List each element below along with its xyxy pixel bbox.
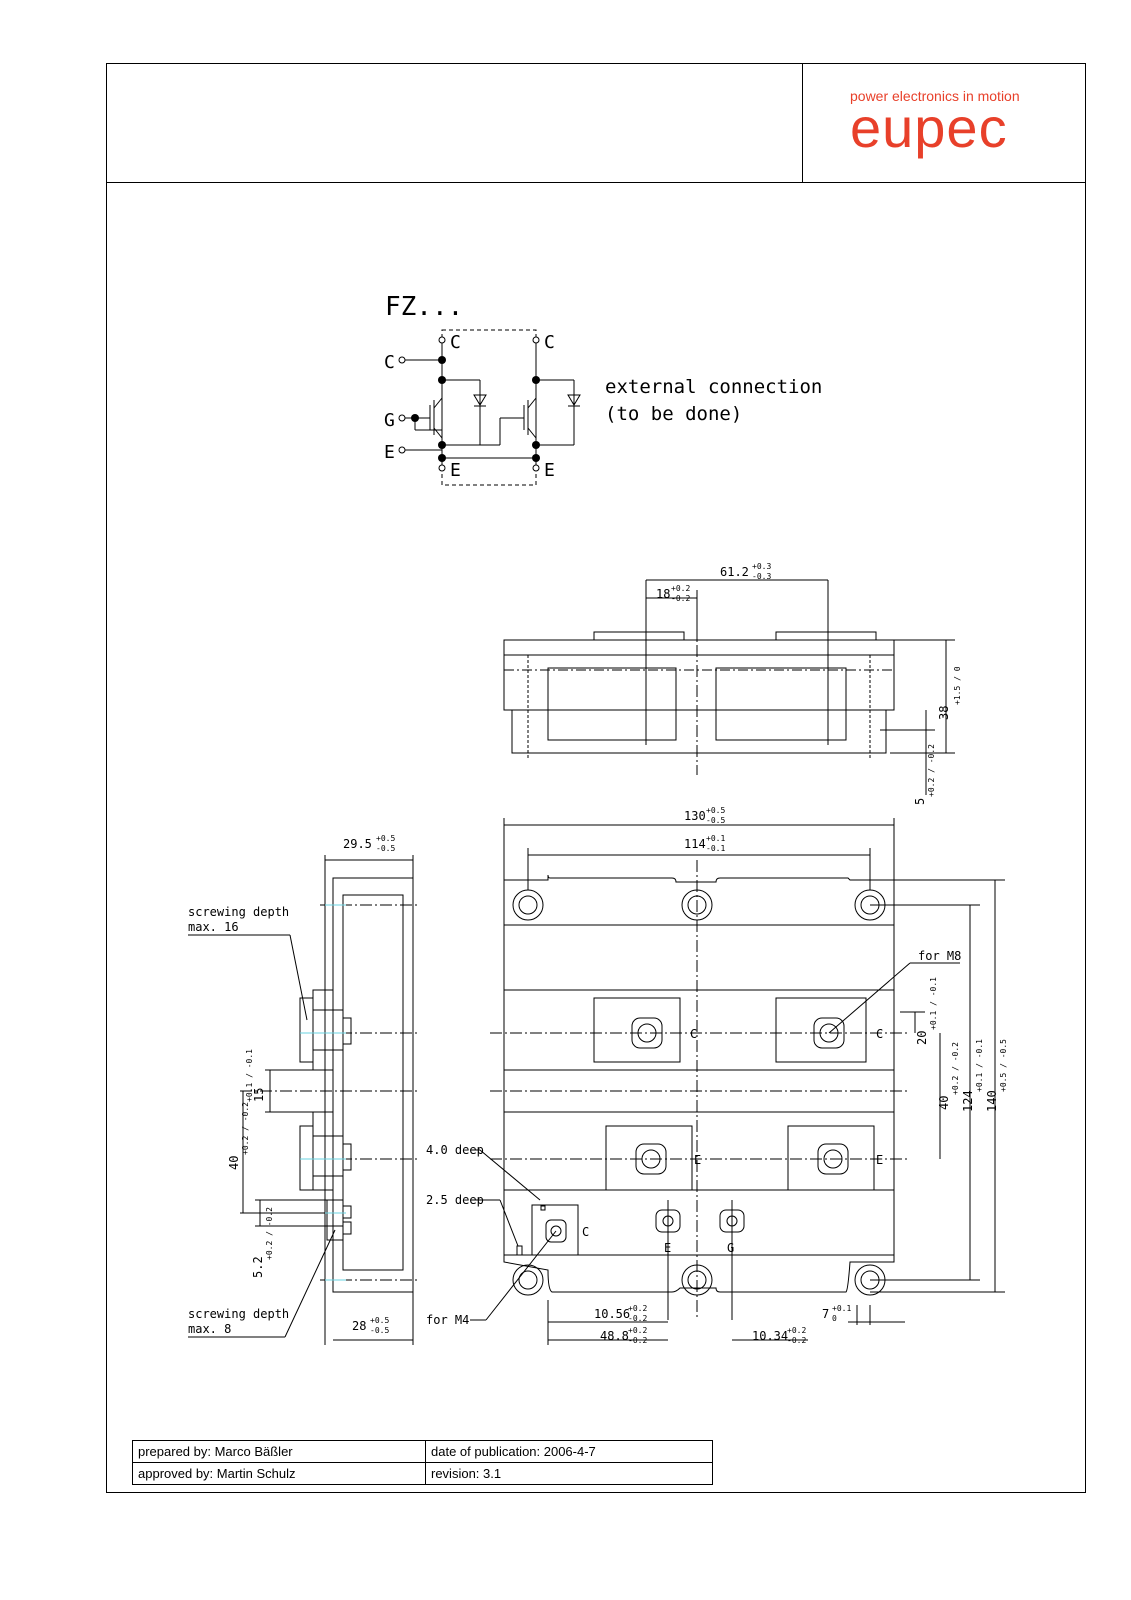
dim-18-tol-up: +0.2 <box>671 584 690 593</box>
dim-10-56-tol-up: +0.2 <box>628 1304 647 1313</box>
pin-c-inner-left: C <box>450 332 461 353</box>
pin-g: G <box>384 410 395 431</box>
dim-5-2-tol: +0.2 / -0.2 <box>265 1207 274 1260</box>
connection-note-2: (to be done) <box>605 403 742 425</box>
dim-124-tol: +0.1 / -0.1 <box>975 1039 984 1092</box>
side-view <box>503 579 955 795</box>
dim-130-tol-dn: -0.5 <box>706 816 725 825</box>
eupec-logo: eupec <box>850 96 1008 159</box>
dim-114-tol-up: +0.1 <box>706 834 725 843</box>
pin-e-inner-right: E <box>544 460 555 481</box>
dim-10-34-tol-dn: -0.2 <box>787 1336 806 1345</box>
dim-20-tol: +0.1 / -0.1 <box>929 977 938 1030</box>
dim-40-side: 40 <box>227 1156 241 1170</box>
terminal-e-right: E <box>876 1153 883 1167</box>
screwing-depth-bottom-max: max. 8 <box>188 1322 231 1336</box>
publication-date: date of publication: 2006-4-7 <box>425 1440 713 1463</box>
label-4-deep: 4.0 deep <box>426 1143 484 1157</box>
dim-18-tol-dn: -0.2 <box>671 594 690 603</box>
dim-48-8-tol-dn: -0.2 <box>628 1336 647 1345</box>
dim-20: 20 <box>915 1031 929 1045</box>
dim-15: 15 <box>252 1088 266 1102</box>
header-divider <box>106 182 1086 183</box>
dim-28-tol-dn: -0.5 <box>370 1326 389 1335</box>
dim-10-34-tol-up: +0.2 <box>787 1326 806 1335</box>
dim-29-5: 29.5 <box>343 837 372 851</box>
dim-10-56: 10.56 <box>594 1307 630 1321</box>
dim-40: 40 <box>937 1096 951 1110</box>
dim-5-2: 5.2 <box>251 1256 265 1278</box>
dim-29-5-tol-up: +0.5 <box>376 834 395 843</box>
terminal-c-aux: C <box>582 1225 589 1239</box>
dim-28-tol-up: +0.5 <box>370 1316 389 1325</box>
dim-130-tol-up: +0.5 <box>706 806 725 815</box>
brand-slogan: power electronics in motion <box>850 88 1020 104</box>
dim-61-2: 61.2 <box>720 565 749 579</box>
dim-10-56-tol-dn: -0.2 <box>628 1314 647 1323</box>
drawing-frame <box>106 63 1086 1493</box>
revision: revision: 3.1 <box>425 1462 713 1485</box>
screwing-depth-top-max: max. 16 <box>188 920 239 934</box>
pin-e-left: E <box>384 442 395 463</box>
dim-40-tol: +0.2 / -0.2 <box>951 1042 960 1095</box>
approved-by: approved by: Martin Schulz <box>132 1462 426 1485</box>
dim-15-tol: +0.1 / -0.1 <box>245 1049 254 1102</box>
dim-114: 114 <box>684 837 706 851</box>
terminal-c-right: C <box>876 1027 883 1041</box>
terminal-g-aux: G <box>727 1241 734 1255</box>
dim-29-5-tol-dn: -0.5 <box>376 844 395 853</box>
dim-130: 130 <box>684 809 706 823</box>
pin-e-inner-left: E <box>450 460 461 481</box>
dim-10-34: 10.34 <box>752 1329 788 1343</box>
label-for-m4: for M4 <box>426 1313 469 1327</box>
dim-38: 38 <box>937 706 951 720</box>
dim-48-8-tol-up: +0.2 <box>628 1326 647 1335</box>
dim-114-tol-dn: -0.1 <box>706 844 725 853</box>
label-2-5-deep: 2.5 deep <box>426 1193 484 1207</box>
dim-61-2-tol-up: +0.3 <box>752 562 771 571</box>
end-view <box>188 855 420 1345</box>
top-view <box>470 818 1005 1345</box>
dim-18: 18 <box>656 587 670 601</box>
dim-61-2-tol-dn: -0.3 <box>752 572 771 581</box>
schematic-title: FZ... <box>385 292 463 322</box>
pin-c-left: C <box>384 352 395 373</box>
dim-28: 28 <box>352 1319 366 1333</box>
dim-124: 124 <box>961 1090 975 1112</box>
logo-divider <box>802 63 803 182</box>
dim-38-tol: +1.5 / 0 <box>953 666 962 705</box>
screwing-depth-top: screwing depth <box>188 905 289 919</box>
screwing-depth-bottom: screwing depth <box>188 1307 289 1321</box>
dim-140-tol: +0.5 / -0.5 <box>999 1039 1008 1092</box>
terminal-e-aux: E <box>664 1241 671 1255</box>
pin-c-inner-right: C <box>544 332 555 353</box>
dim-140: 140 <box>985 1090 999 1112</box>
dim-5-tol: +0.2 / -0.2 <box>927 744 936 797</box>
dim-48-8: 48.8 <box>600 1329 629 1343</box>
dim-7-tol-up: +0.1 <box>832 1304 851 1313</box>
terminal-e-left: E <box>694 1153 701 1167</box>
dim-7-tol-dn: 0 <box>832 1314 837 1323</box>
terminal-c-left: C <box>690 1027 697 1041</box>
prepared-by: prepared by: Marco Bäßler <box>132 1440 426 1463</box>
dim-40-side-tol: +0.2 / -0.2 <box>241 1102 250 1155</box>
dim-5: 5 <box>913 798 927 805</box>
label-for-m8: for M8 <box>918 949 961 963</box>
connection-note-1: external connection <box>605 376 822 398</box>
dim-7: 7 <box>822 1307 829 1321</box>
footer-table: prepared by: Marco Bäßler date of public… <box>132 1440 713 1485</box>
